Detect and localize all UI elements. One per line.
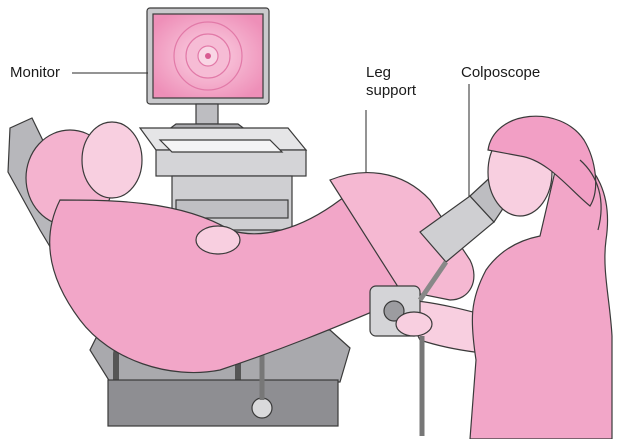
leg-support-label: Leg support [366,64,416,100]
leg-support-label-line2: support [366,82,416,100]
colposcope-label: Colposcope [461,64,540,82]
leg-support-label-line1: Leg [366,64,416,82]
monitor-label: Monitor [10,64,60,82]
monitor-unit [147,8,269,130]
